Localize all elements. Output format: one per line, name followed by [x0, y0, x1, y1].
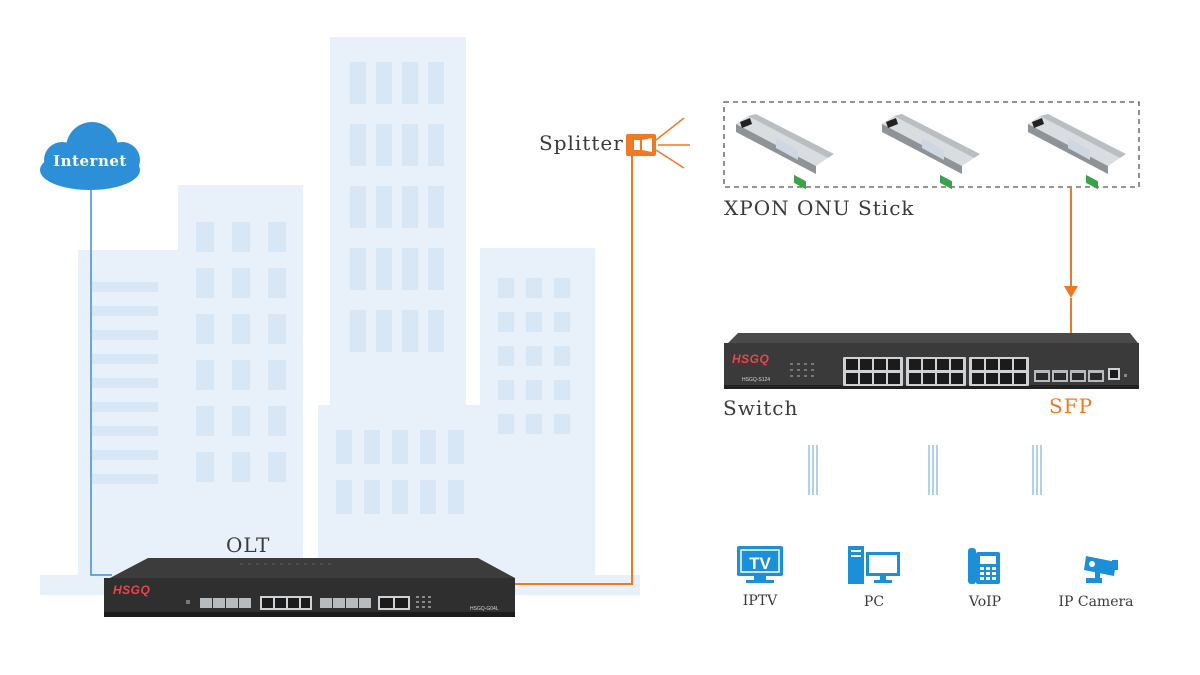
endpoint-label-iptv: IPTV	[742, 593, 778, 609]
splitter-label: Splitter	[539, 131, 624, 155]
arrow-down-icon	[1064, 286, 1078, 298]
onu-stick-group-box	[723, 101, 1140, 188]
onu-stick-module	[736, 114, 834, 190]
olt-model-text: HSGQ-G04L	[470, 606, 499, 612]
signal-waves-voip	[1032, 445, 1042, 495]
pc-icon	[848, 546, 900, 584]
onu-stick-module	[882, 114, 980, 190]
building-windows	[92, 62, 570, 514]
internet-link	[90, 190, 112, 576]
tv-icon-text: TV	[749, 554, 771, 573]
olt-device	[104, 558, 515, 617]
onu-stick-label: XPON ONU Stick	[724, 196, 915, 220]
olt-label: OLT	[226, 533, 271, 557]
internet-label: Internet	[53, 152, 127, 170]
splitter-icon	[626, 117, 690, 169]
internet-cloud-icon	[40, 122, 140, 190]
endpoint-label-ip-camera: IP Camera	[1058, 594, 1134, 610]
onu-stick-module	[1028, 114, 1126, 190]
tv-icon: TV	[737, 546, 783, 583]
signal-waves-pc	[928, 445, 938, 495]
switch-brand-logo: HSGQ	[732, 352, 770, 366]
phone-icon	[968, 548, 1000, 584]
olt-brand-logo: HSGQ	[113, 583, 151, 597]
camera-icon	[1084, 556, 1118, 583]
switch-device	[724, 333, 1139, 389]
switch-label: Switch	[723, 396, 799, 420]
endpoint-label-voip: VoIP	[968, 594, 1002, 610]
fiber-link-olt-splitter	[515, 152, 633, 585]
sfp-label: SFP	[1049, 394, 1094, 418]
signal-waves-iptv	[808, 445, 818, 495]
switch-model-text: HSGQ-S124	[742, 377, 771, 383]
endpoint-label-pc: PC	[863, 594, 885, 610]
